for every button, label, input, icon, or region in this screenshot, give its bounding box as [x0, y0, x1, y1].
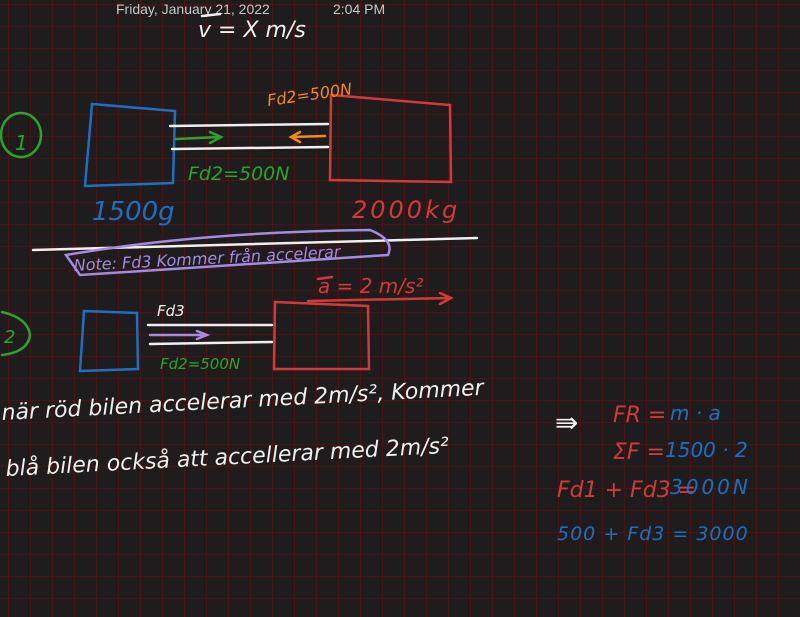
implies-arrow-icon: ⇛ — [555, 406, 578, 439]
blue-car-mass: 1500g — [92, 197, 175, 227]
purple-force-arrow — [148, 329, 211, 341]
scenario-2-number: 2 — [4, 327, 15, 348]
eq2-right: 1500 · 2 — [665, 438, 748, 462]
eq4: 500 + Fd3 = 3000 — [557, 523, 749, 545]
green-force-arrow — [174, 130, 224, 145]
vector-arrow — [200, 12, 222, 18]
red-car-mass: 2000kg — [352, 196, 460, 224]
blue-car-box-2 — [78, 309, 140, 373]
orange-force-arrow — [288, 130, 327, 144]
orange-force-label: Fd2=500N — [266, 79, 353, 110]
fd3-label: Fd3 — [157, 302, 185, 320]
eq3-right: 3000N — [670, 475, 751, 499]
note-box — [63, 228, 391, 277]
rope-top — [168, 122, 330, 128]
scenario-1-circle — [0, 111, 43, 159]
acceleration-arrow — [306, 291, 454, 306]
green-force-label-2: Fd2=500N — [160, 355, 240, 373]
acceleration-label: a = 2 m/s² — [318, 274, 423, 298]
rope-bottom-2 — [148, 340, 274, 346]
sentence-line-2: blå bilen också att accellerar med 2m/s² — [5, 433, 450, 482]
eq1-right: m · a — [670, 401, 721, 425]
scenario-2-circle — [0, 310, 32, 357]
eq2-left: ΣF = — [613, 440, 665, 465]
green-force-label: Fd2=500N — [188, 163, 289, 185]
note-date: Friday, January 21, 2022 — [116, 1, 270, 17]
sentence-line-1: när röd bilen accelerar med 2m/s², Komme… — [1, 376, 486, 426]
scenario-1-number: 1 — [15, 131, 28, 155]
eq3-left: Fd1 + Fd3 = — [557, 478, 696, 503]
velocity-label: v = X m/s — [198, 18, 306, 43]
accel-vector-mark — [316, 275, 334, 281]
red-car-box-2 — [272, 300, 371, 371]
blue-car-box — [83, 102, 177, 188]
note-time: 2:04 PM — [333, 1, 386, 17]
eq1-left: FR = — [613, 403, 666, 428]
rope-bottom — [170, 145, 330, 151]
red-car-box — [328, 93, 453, 184]
